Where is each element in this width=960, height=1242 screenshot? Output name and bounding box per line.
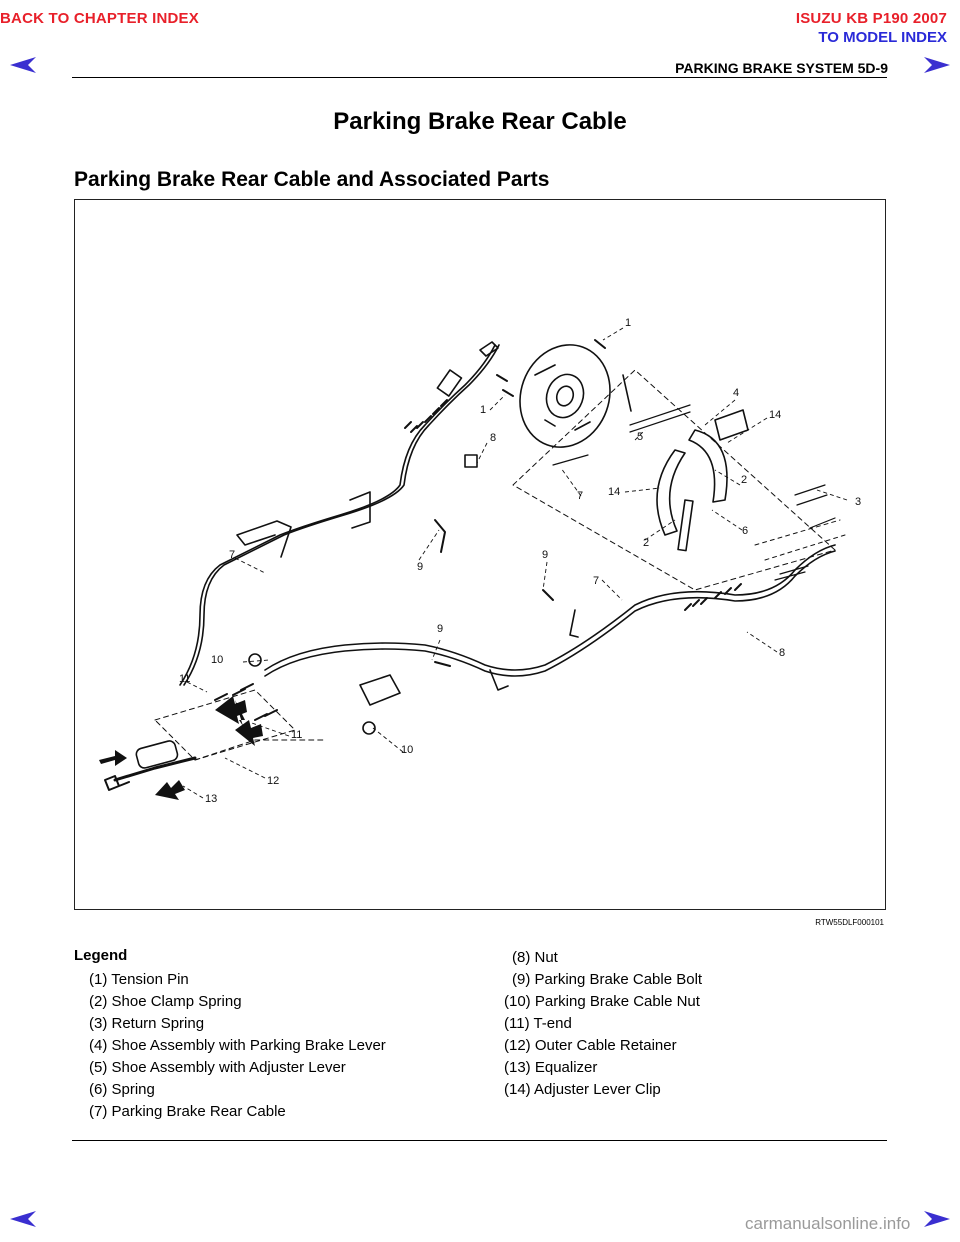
callout: 10	[401, 744, 413, 756]
callout: 4	[733, 387, 739, 399]
legend-item: (11) T-end	[504, 1015, 572, 1032]
callout: 8	[779, 647, 785, 659]
footer-rule	[72, 1140, 887, 1141]
callout: 9	[417, 561, 423, 573]
prev-page-arrow-icon[interactable]	[8, 56, 38, 74]
callout: 8	[490, 432, 496, 444]
callout: 1	[480, 404, 486, 416]
brake-shoe	[688, 429, 728, 503]
callout: 7	[593, 575, 599, 587]
callout: 7	[229, 549, 235, 561]
legend-item: (4) Shoe Assembly with Parking Brake Lev…	[89, 1037, 386, 1054]
equalizer	[135, 740, 179, 769]
parking-brake-exploded-diagram: 1 1 8 4 14 5 2 7 14 3 6 2 9 9 7 7 10 8 9…	[99, 317, 861, 805]
legend-item: (7) Parking Brake Rear Cable	[89, 1103, 286, 1120]
callout: 5	[637, 431, 643, 443]
section-subtitle: Parking Brake Rear Cable and Associated …	[74, 168, 550, 191]
model-title-link[interactable]: ISUZU KB P190 2007	[795, 10, 947, 27]
callout: 12	[267, 775, 279, 787]
nut	[464, 454, 478, 468]
backing-plate	[519, 344, 611, 448]
subtitle-wrap: Parking Brake Rear Cable and Associated …	[74, 168, 549, 192]
brake-shoe	[656, 449, 686, 536]
watermark: carmanualsonline.info	[745, 1214, 911, 1233]
back-to-chapter-index-link[interactable]: BACK TO CHAPTER INDEX	[0, 10, 199, 27]
callout: 1	[625, 317, 631, 329]
to-model-index-link[interactable]: TO MODEL INDEX	[818, 29, 947, 46]
callout: 2	[741, 474, 747, 486]
callout: 10	[211, 654, 223, 666]
legend-item: (13) Equalizer	[504, 1059, 598, 1076]
legend-item: (3) Return Spring	[89, 1015, 205, 1032]
legend-heading: Legend	[74, 947, 128, 964]
page-title: Parking Brake Rear Cable	[333, 108, 627, 135]
legend-item: (6) Spring	[89, 1081, 155, 1098]
callout: 14	[769, 409, 781, 421]
bracket	[236, 520, 292, 558]
figure-id: RTW55DLF000101	[815, 918, 884, 927]
title-wrap: Parking Brake Rear Cable	[0, 108, 960, 136]
running-head: PARKING BRAKE SYSTEM 5D-9	[675, 60, 888, 76]
prev-page-arrow-icon[interactable]	[8, 1210, 38, 1228]
legend-item: (10) Parking Brake Cable Nut	[504, 993, 700, 1010]
legend-item: (1) Tension Pin	[89, 971, 189, 988]
callout: 2	[643, 537, 649, 549]
callout: 6	[742, 525, 748, 537]
callout: 11	[291, 729, 302, 741]
legend-item: (12) Outer Cable Retainer	[504, 1037, 677, 1054]
legend-item: (14) Adjuster Lever Clip	[504, 1081, 661, 1098]
callout: 7	[577, 490, 583, 502]
callout: 11	[179, 673, 190, 685]
next-page-arrow-icon[interactable]	[922, 1210, 952, 1228]
callout: 3	[855, 496, 861, 508]
legend-item: (9) Parking Brake Cable Bolt	[512, 971, 703, 988]
callout: 14	[608, 486, 620, 498]
callout: 13	[205, 793, 217, 805]
header-rule	[72, 77, 887, 78]
parts-diagram-figure: 1 1 8 4 14 5 2 7 14 3 6 2 9 9 7 7 10 8 9…	[74, 199, 886, 910]
legend-item: (8) Nut	[512, 949, 558, 966]
legend-item: (5) Shoe Assembly with Adjuster Lever	[89, 1059, 346, 1076]
callout: 9	[542, 549, 548, 561]
legend-item: (2) Shoe Clamp Spring	[89, 993, 242, 1010]
next-page-arrow-icon[interactable]	[922, 56, 952, 74]
callout: 9	[437, 623, 443, 635]
